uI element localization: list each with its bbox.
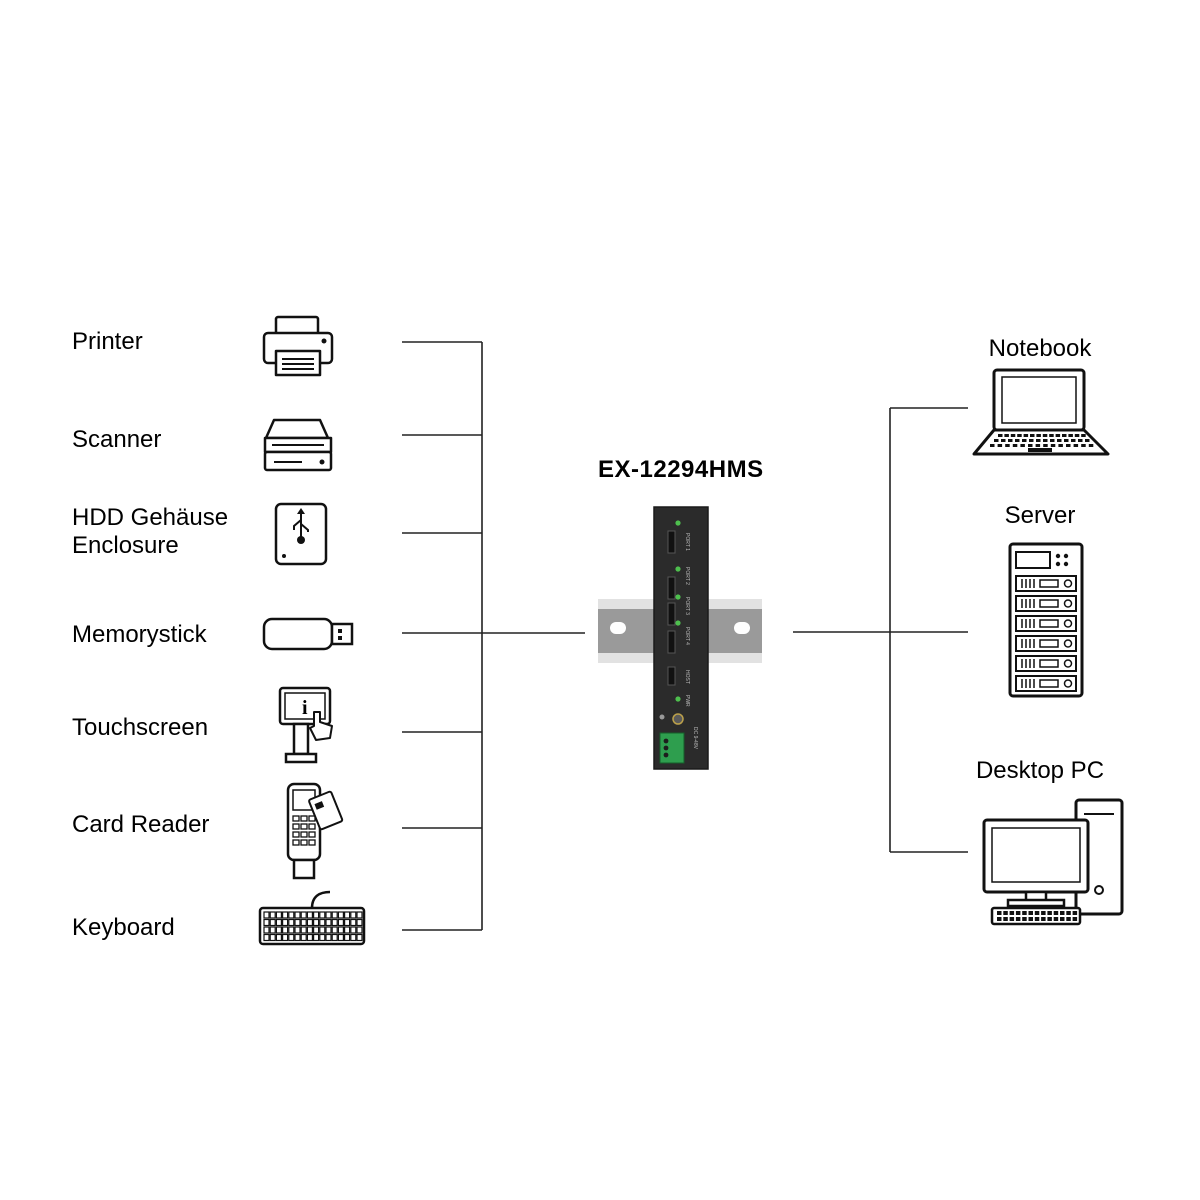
hub-model-title: EX-12294HMS — [598, 456, 764, 483]
hdd-enclosure-icon — [274, 502, 328, 566]
label-notebook: Notebook — [988, 335, 1092, 362]
hub-body — [653, 506, 709, 770]
label-scanner: Scanner — [72, 426, 162, 453]
usb-stick-icon — [262, 617, 354, 651]
svg-text:i: i — [302, 697, 308, 719]
label-memorystick: Memorystick — [72, 621, 207, 648]
label-server: Server — [1004, 502, 1076, 529]
dc-power-label: DC 9-48V — [692, 727, 698, 750]
label-touchscreen: Touchscreen — [72, 714, 209, 741]
touchscreen-kiosk-icon: i — [278, 686, 333, 764]
label-keyboard: Keyboard — [72, 914, 175, 941]
usb-hub-device: PORT 1 PORT 2 PORT 3 PORT 4 HOST PWR DC … — [598, 506, 762, 770]
desktop-pc-icon — [982, 798, 1124, 926]
port-2-label: PORT 2 — [684, 567, 690, 585]
port-1-label: PORT 1 — [684, 533, 690, 551]
printer-icon — [262, 315, 334, 377]
label-desktop-pc: Desktop PC — [975, 757, 1105, 784]
port-3-label: PORT 3 — [684, 597, 690, 615]
label-hdd-enclosure: HDD Gehäuse Enclosure — [72, 504, 229, 559]
label-card-reader: Card Reader — [72, 811, 210, 838]
card-reader-icon — [286, 782, 344, 880]
label-printer: Printer — [72, 328, 143, 355]
host-port-label: HOST — [684, 670, 690, 684]
keyboard-icon — [258, 890, 366, 946]
notebook-icon — [972, 368, 1110, 456]
power-terminal-block — [659, 732, 685, 764]
server-icon — [1008, 542, 1084, 698]
scanner-icon — [263, 418, 333, 472]
pwr-label: PWR — [684, 695, 690, 707]
port-4-label: PORT 4 — [684, 627, 690, 645]
